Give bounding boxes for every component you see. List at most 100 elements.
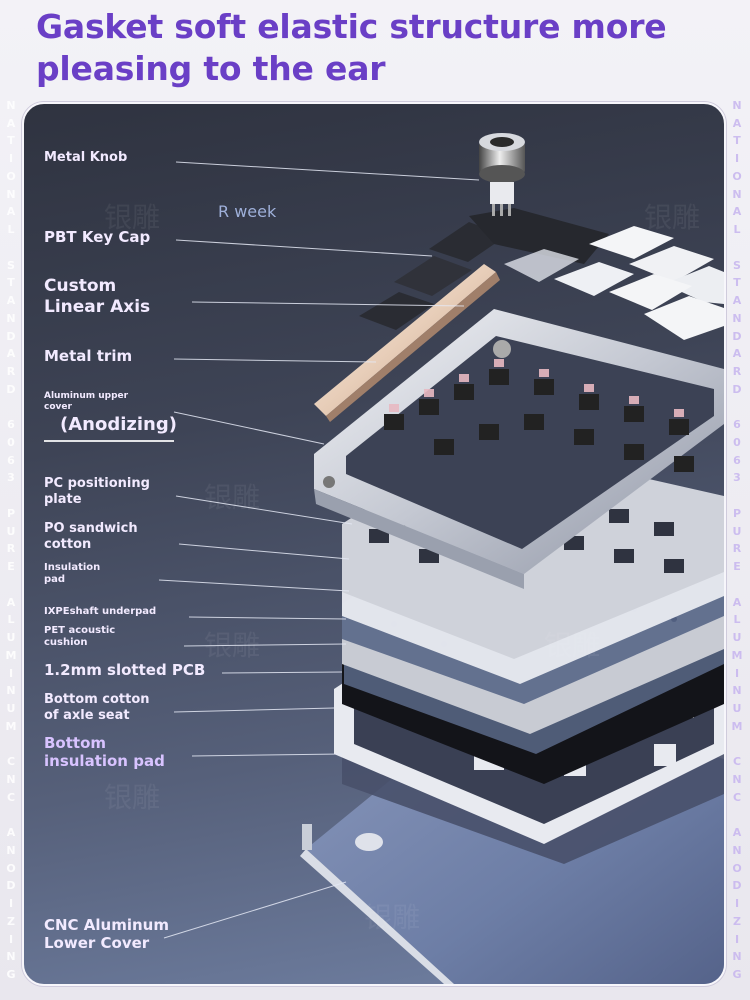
side-text-char: D: [732, 879, 742, 893]
label-pc-positioning-plate: PC positioning plate: [44, 476, 150, 507]
side-text-char: N: [6, 311, 16, 325]
side-text-char: A: [732, 116, 742, 130]
label-pet-acoustic-cushion: PET acoustic cushion: [44, 625, 116, 649]
side-text-char: D: [732, 329, 742, 343]
side-text-char: L: [7, 613, 15, 627]
side-text-char: S: [7, 258, 15, 272]
side-text-char: G: [6, 967, 16, 981]
side-text-char: G: [732, 967, 742, 981]
label-linear-axis: Custom Linear Axis: [44, 276, 151, 317]
side-text-char: [9, 579, 13, 590]
side-text-char: U: [6, 631, 16, 645]
side-text-char: [735, 401, 739, 412]
side-text-char: C: [732, 755, 742, 769]
label-anodizing: (Anodizing): [60, 414, 177, 435]
linear-switches: [384, 359, 694, 472]
side-text-char: [9, 401, 13, 412]
side-text-char: L: [7, 223, 15, 237]
side-text-char: M: [731, 648, 743, 662]
case-foot: [355, 833, 383, 851]
side-text-char: 0: [733, 435, 741, 449]
side-text-char: N: [6, 950, 16, 964]
side-text-char: N: [732, 99, 742, 112]
side-text-char: C: [6, 755, 16, 769]
side-text-char: O: [732, 861, 742, 875]
side-text-char: I: [8, 932, 14, 946]
pbt-keycaps: [359, 208, 724, 340]
side-text-char: I: [734, 666, 740, 680]
watermark: 银雕: [364, 901, 421, 934]
side-text-char: D: [6, 879, 16, 893]
side-text-char: O: [732, 169, 742, 183]
side-text-char: A: [732, 205, 742, 219]
side-text-char: A: [6, 347, 16, 361]
side-text-char: T: [7, 276, 15, 290]
label-bottom-insulation-pad: Bottom insulation pad: [44, 734, 165, 771]
side-text-char: L: [733, 223, 741, 237]
side-text-char: N: [732, 843, 742, 857]
watermark: 银雕: [644, 201, 701, 234]
leader-lines: [158, 161, 480, 939]
side-text-char: A: [732, 347, 742, 361]
side-text-char: U: [732, 524, 742, 538]
side-text-char: [735, 738, 739, 749]
label-slotted-pcb: 1.2mm slotted PCB: [44, 661, 206, 679]
side-text-char: C: [732, 790, 742, 804]
metal-trim-bar: [314, 264, 496, 416]
side-text-char: I: [8, 152, 14, 166]
side-text-char: N: [732, 187, 742, 201]
watermark: 银雕: [104, 201, 161, 234]
side-text-char: R: [6, 542, 16, 556]
side-text-char: O: [6, 861, 16, 875]
watermark: 银雕: [104, 781, 161, 814]
side-text-char: U: [732, 631, 742, 645]
side-text-char: N: [6, 684, 16, 698]
side-text-char: O: [6, 169, 16, 183]
side-text-char: [735, 490, 739, 501]
side-text-char: A: [732, 826, 742, 840]
side-text-char: U: [6, 701, 16, 715]
side-text-char: U: [732, 701, 742, 715]
label-metal-knob: Metal Knob: [44, 150, 128, 165]
side-text-char: I: [734, 152, 740, 166]
side-text-char: Z: [733, 914, 741, 928]
side-text-char: I: [8, 897, 14, 911]
side-text-char: M: [5, 648, 17, 662]
side-text-char: R: [732, 365, 742, 379]
side-text-char: R: [6, 365, 16, 379]
side-text-char: [735, 579, 739, 590]
side-text-char: M: [5, 719, 17, 733]
side-text-char: N: [6, 187, 16, 201]
side-text-char: N: [732, 311, 742, 325]
exploded-view-panel: 银雕 银雕 银雕 银雕 银雕 银雕 银雕 R week Metal Knob P…: [22, 102, 726, 986]
side-text-char: N: [732, 772, 742, 786]
side-text-char: Z: [7, 914, 15, 928]
side-text-char: N: [6, 99, 16, 112]
side-text-char: R: [732, 542, 742, 556]
screw-hole: [323, 476, 335, 488]
side-text-char: N: [732, 684, 742, 698]
side-text-char: A: [6, 595, 16, 609]
side-text-char: 6: [7, 453, 15, 467]
side-text-char: N: [732, 950, 742, 964]
side-text-char: [9, 738, 13, 749]
headline: Gasket soft elastic structure more pleas…: [36, 7, 667, 88]
label-po-sandwich-cotton: PO sandwich cotton: [44, 521, 138, 552]
side-text-char: A: [6, 205, 16, 219]
side-text-char: D: [732, 382, 742, 396]
label-pbt-keycap: PBT Key Cap: [44, 228, 151, 246]
side-text-char: N: [6, 772, 16, 786]
side-text-char: I: [8, 666, 14, 680]
side-text-char: 3: [7, 471, 15, 485]
side-text-char: N: [6, 843, 16, 857]
side-text-char: T: [7, 134, 15, 148]
side-text-char: U: [6, 524, 16, 538]
label-insulation-pad: Insulation pad: [44, 562, 101, 586]
watermark: 银雕: [544, 629, 601, 662]
label-metal-trim: Metal trim: [44, 347, 133, 365]
metal-knob: [479, 133, 525, 216]
side-text-char: I: [734, 897, 740, 911]
